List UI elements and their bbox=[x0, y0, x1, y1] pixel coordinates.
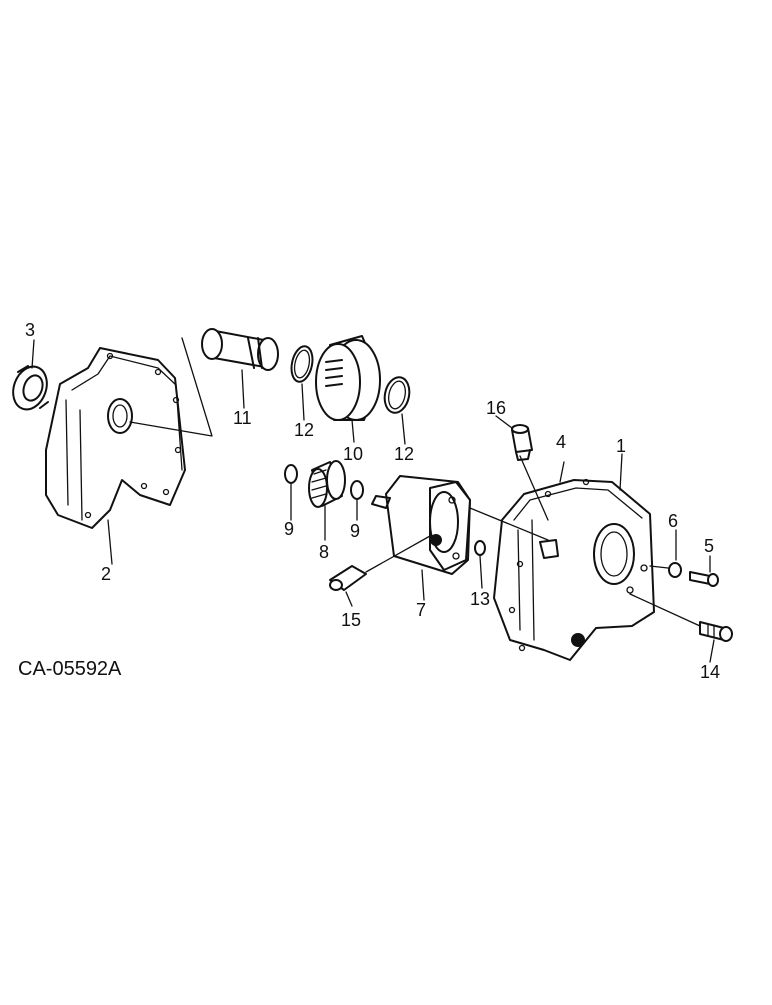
housing-part-1 bbox=[493, 478, 655, 661]
callout-7: 7 bbox=[416, 600, 426, 620]
callout-11: 11 bbox=[233, 408, 252, 428]
callout-9b: 9 bbox=[350, 521, 360, 541]
seal-part-3 bbox=[12, 365, 49, 411]
pin-part-15 bbox=[329, 565, 367, 591]
pump-part-7 bbox=[371, 475, 471, 575]
callout-14: 14 bbox=[700, 662, 720, 682]
fitting-part-16 bbox=[511, 424, 533, 461]
callout-1: 1 bbox=[616, 436, 626, 456]
ring-part-12a bbox=[290, 345, 314, 383]
callout-8: 8 bbox=[319, 542, 329, 562]
fitting-part-14 bbox=[699, 621, 733, 642]
washer-part-6 bbox=[668, 562, 682, 578]
callout-5: 5 bbox=[704, 536, 714, 556]
gear-part-10 bbox=[315, 335, 381, 421]
ring-part-13 bbox=[474, 540, 486, 556]
sleeve-part-11 bbox=[201, 328, 279, 371]
callout-4: 4 bbox=[556, 432, 566, 452]
callout-16: 16 bbox=[486, 398, 506, 418]
callout-3: 3 bbox=[25, 320, 35, 340]
callout-9a: 9 bbox=[284, 519, 294, 539]
ring-part-9b bbox=[350, 480, 364, 500]
callout-12b: 12 bbox=[394, 444, 414, 464]
cover-part-2 bbox=[45, 347, 186, 529]
ring-part-12b bbox=[383, 376, 411, 414]
callout-6: 6 bbox=[668, 511, 678, 531]
callout-13: 13 bbox=[470, 589, 490, 609]
bolt-part-5 bbox=[689, 571, 719, 587]
drawing-code: CA-05592A bbox=[18, 658, 122, 680]
callout-12a: 12 bbox=[294, 420, 314, 440]
pinion-part-8 bbox=[308, 460, 346, 508]
callout-2: 2 bbox=[101, 564, 111, 584]
callout-10: 10 bbox=[343, 444, 363, 464]
ring-part-9a bbox=[284, 464, 298, 484]
callout-15: 15 bbox=[341, 610, 361, 630]
